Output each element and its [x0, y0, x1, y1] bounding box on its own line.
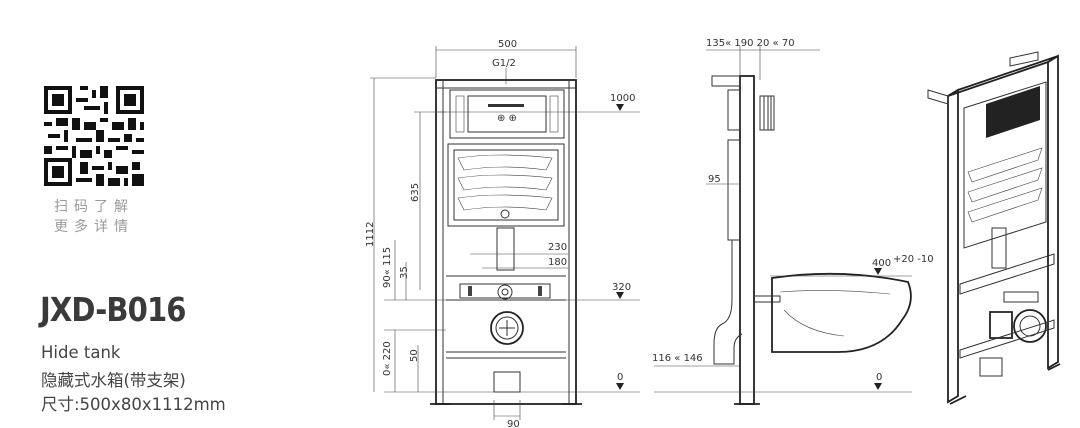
dim-635: 635: [410, 183, 421, 202]
side-top-dims: 135« 190 20 « 70: [706, 38, 795, 49]
side-level-0-right: 0: [876, 372, 882, 383]
level-400-tolerance: +20 -10: [893, 254, 934, 265]
qr-caption-line1: 扫码了解: [54, 199, 134, 215]
dim-90: 90: [507, 419, 520, 428]
front-view: ⊕ ⊕ 500 G1/2: [365, 39, 640, 428]
level-1000: 1000: [610, 93, 635, 104]
dim-230: 230: [548, 242, 567, 253]
svg-text:⊕ ⊕: ⊕ ⊕: [497, 113, 517, 124]
level-320: 320: [612, 282, 631, 293]
height-dimension: 1112: [365, 222, 376, 247]
dim-50: 50: [409, 349, 420, 362]
product-name-en: Hide tank: [41, 343, 121, 362]
dim-90-115: 90« 115: [382, 247, 393, 288]
dim-0-220: 0« 220: [382, 341, 393, 376]
dim-180: 180: [548, 257, 567, 268]
qr-caption-line2: 更多详情: [54, 219, 134, 235]
dim-95: 95: [708, 174, 721, 185]
model-number: JXD-B016: [40, 290, 186, 329]
side-view: 135« 190 20 « 70 95 400 +20 -10 116 « 14…: [652, 38, 934, 405]
isometric-view: [927, 51, 1061, 405]
width-dimension: 500: [498, 39, 517, 50]
level-400: 400: [872, 258, 891, 269]
qr-code: [40, 82, 148, 190]
product-size: 尺寸:500x80x1112mm: [41, 395, 226, 414]
product-name-cn: 隐藏式水箱(带支架): [41, 371, 186, 390]
dim-116-146: 116 « 146: [652, 353, 703, 364]
level-0: 0: [617, 372, 623, 383]
dim-35: 35: [399, 266, 410, 279]
inlet-label: G1/2: [492, 58, 516, 69]
